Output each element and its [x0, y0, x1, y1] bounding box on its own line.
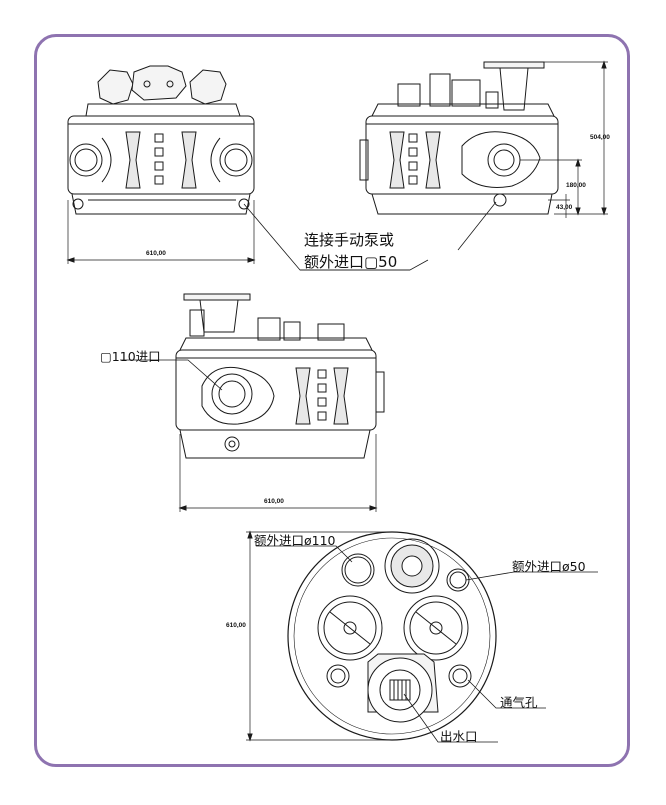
side-view [359, 60, 608, 218]
rear-width-dimension: 610,00 [264, 498, 284, 505]
inlet-110-label: ▢110进口 [100, 349, 161, 364]
front-view [66, 65, 256, 264]
manual-pump-label-line1: 连接手动泵或 [304, 231, 395, 249]
extra-inlet-50-label: 额外进口ø50 [512, 559, 586, 574]
side-height-dimension: 504,00 [590, 134, 610, 141]
front-width-dimension: 610,00 [146, 250, 166, 257]
water-outlet-label: 出水口 [440, 729, 478, 744]
vent-hole-label: 通气孔 [500, 695, 538, 710]
top-diameter-dimension: 610,00 [226, 622, 246, 629]
top-view [246, 530, 598, 743]
base-height-dimension: 43,00 [556, 204, 573, 211]
inlet-height-dimension: 180,00 [566, 182, 586, 189]
manual-pump-label-line2: 额外进口▢50 [304, 253, 398, 271]
rear-view [120, 293, 385, 512]
extra-inlet-110-label: 额外进口ø110 [254, 533, 336, 548]
